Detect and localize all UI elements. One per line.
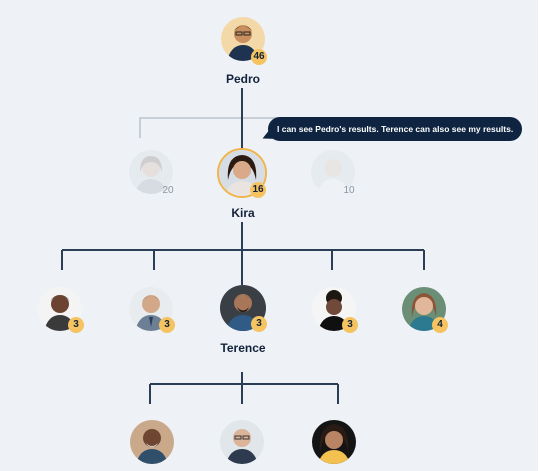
avatar-terence-report-1[interactable] (130, 420, 174, 464)
avatar-terence[interactable]: 3 (220, 285, 267, 332)
name-pedro: Pedro (225, 72, 260, 86)
avatar-peer-right[interactable] (311, 150, 355, 194)
count-badge: 3 (342, 317, 358, 333)
avatar-kira[interactable]: 16 (217, 148, 267, 198)
avatar-report-4[interactable]: 3 (312, 287, 358, 333)
count-badge: 20 (162, 185, 174, 196)
person-photo (311, 150, 355, 194)
count-badge: 16 (250, 182, 266, 198)
person-photo (220, 420, 264, 464)
avatar-report-1[interactable]: 3 (38, 287, 84, 333)
person-photo (312, 287, 356, 331)
person-photo (130, 420, 174, 464)
avatar-report-5[interactable]: 4 (402, 287, 448, 333)
frame-edge (538, 0, 540, 471)
avatar-terence-report-2[interactable] (220, 420, 264, 464)
count-badge: 3 (251, 316, 267, 332)
avatar-pedro[interactable]: 46 (221, 17, 267, 65)
person-photo (312, 420, 356, 464)
count-badge: 4 (432, 317, 448, 333)
person-photo (129, 150, 173, 194)
count-badge: 10 (343, 185, 355, 196)
count-badge: 3 (159, 317, 175, 333)
tooltip: I can see Pedro's results. Terence can a… (268, 117, 523, 141)
count-badge: 46 (251, 49, 267, 65)
avatar-peer-left[interactable] (129, 150, 173, 194)
count-badge: 3 (68, 317, 84, 333)
name-kira: Kira (231, 206, 255, 220)
avatar-terence-report-3[interactable] (312, 420, 356, 464)
avatar-report-2[interactable]: 3 (129, 287, 175, 333)
name-terence: Terence (220, 341, 266, 355)
